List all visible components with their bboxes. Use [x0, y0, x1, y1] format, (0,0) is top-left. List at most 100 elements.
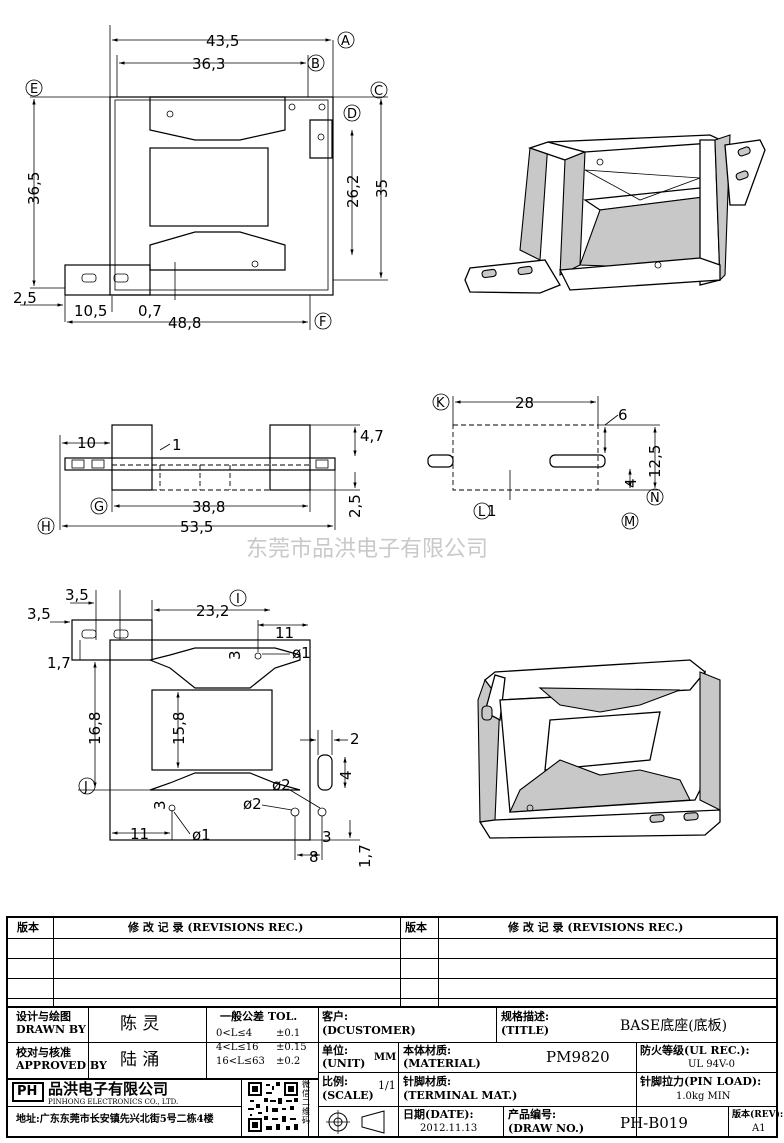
svg-text:D: D: [347, 107, 357, 122]
dim-23-2: 23,2: [196, 602, 229, 620]
dim-2-5: 2,5: [13, 289, 37, 307]
dim-side-2-5: 2,5: [346, 494, 364, 518]
dim-bot-3-bottom: 3: [151, 800, 169, 810]
svg-text:F: F: [319, 315, 326, 330]
top-view: 43,5 36,3 36,5 26,2 35 2,5 10,5 0,7 48,8: [13, 25, 391, 332]
dim-6: 6: [618, 406, 628, 424]
dim-bot-phi2-b: ø2: [243, 795, 262, 813]
customer-label-cn: 客户:: [322, 1010, 349, 1023]
terminal-label-cn: 针脚材质:: [403, 1075, 452, 1088]
title-block: 版本 修 改 记 录 (REVISIONS REC.) 版本 修 改 记 录 (…: [6, 916, 783, 1138]
dim-bot-phi1-bottom: ø1: [192, 826, 211, 844]
approved-label-en: APPROVED BY: [16, 1059, 107, 1072]
dim-12-5: 12,5: [646, 445, 664, 478]
qr-code-icon: [246, 1080, 300, 1134]
end-view: 28 6 12,5 4 1: [427, 394, 664, 520]
draw-no-value: PH-B019: [620, 1114, 688, 1132]
bottom-view-outline: [109, 639, 311, 841]
date-label: 日期(DATE):: [403, 1108, 474, 1121]
drawn-by-label-en: DRAWN BY: [16, 1023, 86, 1036]
dim-0-7: 0,7: [138, 302, 162, 320]
dim-bot-phi2-a: ø2: [272, 776, 291, 794]
title-label-cn: 规格描述:: [501, 1010, 550, 1023]
rev-label: 版本(REV):: [732, 1110, 784, 1120]
ul-value: UL 94V-0: [688, 1059, 736, 1070]
scale-label-cn: 比例:: [322, 1075, 349, 1088]
isometric-view-top: [464, 134, 766, 294]
title-label-en: (TITLE): [501, 1024, 550, 1037]
approved-label-cn: 校对与核准: [16, 1046, 71, 1059]
bottom-view: 3,5 3,5 1,7 23,2 11 3 ø1 16,8 15,8 2 4 ø…: [27, 586, 374, 868]
qr-caption: 微信二维码: [302, 1080, 310, 1125]
dim-bot-3-5-a: 3,5: [65, 586, 89, 604]
company-logo-icon: PH: [12, 1082, 44, 1102]
material-value: PM9820: [546, 1048, 610, 1066]
rev-col-version-1: 版本: [17, 921, 39, 934]
approved-by-value: 陆 涌: [120, 1050, 160, 1070]
draw-no-label-en: (DRAW NO.): [508, 1122, 585, 1135]
dim-bot-3-top: 3: [226, 650, 244, 660]
dim-end-4: 4: [622, 478, 640, 488]
drawn-by-value: 陈 灵: [120, 1014, 160, 1034]
dim-bot-11-bottom: 11: [130, 825, 149, 843]
svg-text:J: J: [83, 780, 88, 795]
customer-label-en: (DCUSTOMER): [322, 1024, 416, 1037]
side-view: 10 1 4,7 38,8 2,5 53,5: [59, 424, 384, 536]
unit-value: MM: [374, 1052, 397, 1063]
datum-balloons: A B C D E F G H K L M N I J: [25, 31, 664, 795]
svg-text:B: B: [311, 57, 320, 72]
company-name-en: PINHONG ELECTRONICS CO., LTD.: [48, 1098, 179, 1106]
svg-text:L: L: [478, 505, 486, 520]
material-label-cn: 本体材质:: [403, 1044, 452, 1057]
bottom-view-window: [151, 689, 273, 771]
pin-load-value: 1.0kg MIN: [676, 1091, 731, 1102]
dim-bot-2: 2: [350, 730, 360, 748]
unit-label-cn: 单位:: [322, 1044, 349, 1057]
draw-no-label-cn: 产品编号:: [508, 1108, 557, 1121]
dim-bot-1-7-right: 1,7: [356, 844, 374, 868]
material-label-en: (MATERIAL): [403, 1057, 481, 1070]
end-view-body: [452, 424, 599, 491]
drawn-by-label-cn: 设计与绘图: [16, 1010, 71, 1023]
watermark: 东莞市品洪电子有限公司: [246, 537, 488, 562]
top-view-window: [149, 147, 269, 227]
dim-26-2: 26,2: [344, 175, 362, 208]
unit-label-en: (UNIT): [322, 1057, 366, 1070]
dim-side-1: 1: [172, 436, 182, 454]
svg-text:K: K: [436, 396, 445, 411]
company-name: 品洪电子有限公司: [48, 1080, 169, 1098]
ul-label: 防火等级(UL REC.):: [640, 1044, 750, 1057]
svg-text:N: N: [650, 491, 660, 506]
dim-bot-4: 4: [337, 770, 355, 780]
dim-bot-3-right: 3: [322, 828, 332, 846]
dim-10-5: 10,5: [74, 302, 107, 320]
dim-bot-8: 8: [309, 848, 319, 866]
dim-16-8: 16,8: [86, 712, 104, 745]
top-view-pin-tab: [64, 264, 151, 296]
company-address: 地址:广东东莞市长安镇先兴北街5号二栋4楼: [16, 1114, 214, 1125]
rev-col-record-1: 修 改 记 录 (REVISIONS REC.): [128, 921, 304, 934]
rev-col-record-2: 修 改 记 录 (REVISIONS REC.): [508, 921, 684, 934]
top-view-lower-wedge: [149, 231, 286, 271]
svg-text:I: I: [236, 592, 240, 607]
dim-10: 10: [77, 434, 96, 452]
pin-load-label: 针脚拉力(PIN LOAD):: [640, 1075, 762, 1088]
dim-35: 35: [373, 179, 391, 198]
svg-text:G: G: [94, 500, 104, 515]
dim-bot-3-5-b: 3,5: [27, 605, 51, 623]
dim-53-5: 53,5: [180, 518, 213, 536]
dim-bot-11-top: 11: [275, 624, 294, 642]
top-view-inner-wall: [114, 99, 329, 291]
top-view-right-tab: [309, 119, 333, 159]
dim-48-8: 48,8: [168, 314, 201, 332]
dim-15-8: 15,8: [170, 712, 188, 745]
dim-36-5: 36,5: [25, 172, 43, 205]
dim-end-1: 1: [487, 502, 497, 520]
dim-38-8: 38,8: [192, 498, 225, 516]
isometric-view-bottom: [477, 659, 721, 839]
svg-text:E: E: [30, 82, 38, 97]
projection-symbol-icon: [326, 1110, 385, 1134]
scale-value: 1/1: [378, 1079, 396, 1092]
svg-text:C: C: [374, 84, 383, 99]
